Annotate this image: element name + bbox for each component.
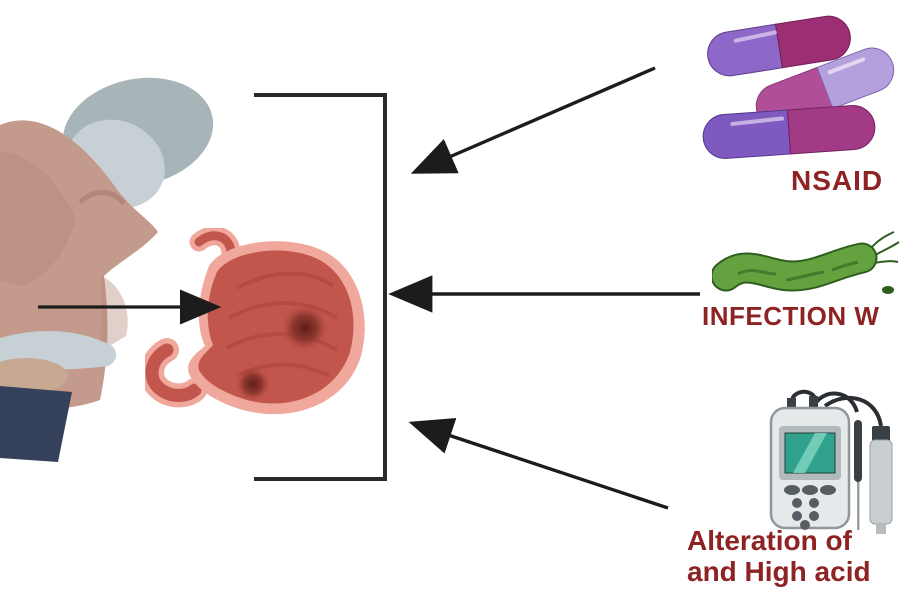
arrow-acid <box>408 418 669 510</box>
nsaid-capsules-icon <box>702 15 895 159</box>
meter-thin-probe <box>854 420 862 482</box>
meter-buttons <box>784 485 836 530</box>
capsule <box>702 105 876 159</box>
capsule <box>707 15 851 77</box>
duodenum-inner <box>145 343 202 402</box>
nsaid-label: NSAID <box>791 165 884 196</box>
meter-probe-tip <box>876 524 886 534</box>
person-shirt-shadow <box>0 152 76 286</box>
meter-probe-needle <box>857 482 860 530</box>
infection-label: INFECTION W <box>702 301 880 331</box>
ph-meter-icon <box>769 389 893 534</box>
person-collar <box>78 190 127 206</box>
meter-cylinder-probe <box>869 439 893 525</box>
stomach-with-ulcers <box>145 228 365 415</box>
ulcer-spot <box>236 367 270 401</box>
bacterium-texture <box>737 260 859 282</box>
meter-connector <box>809 396 818 410</box>
meter-probe-cap <box>872 426 890 442</box>
person-clutching-stomach <box>0 77 214 462</box>
h-pylori-bacterium-icon <box>712 231 900 294</box>
alteration-label: Alteration of and High acid <box>687 525 871 587</box>
meter-connector <box>787 398 796 410</box>
ulcer-spot <box>282 305 328 351</box>
bacterium-body <box>712 244 876 290</box>
alteration-label-line1: Alteration of <box>687 525 852 556</box>
meter-screen-glare <box>793 433 827 473</box>
person-hand <box>0 358 68 394</box>
arrow-nsaid <box>410 66 656 174</box>
alteration-label-line2: and High acid <box>687 556 871 587</box>
person-pants <box>0 386 72 462</box>
bacterium-fragment <box>882 286 894 294</box>
person-sleeve-shadow <box>100 276 128 352</box>
